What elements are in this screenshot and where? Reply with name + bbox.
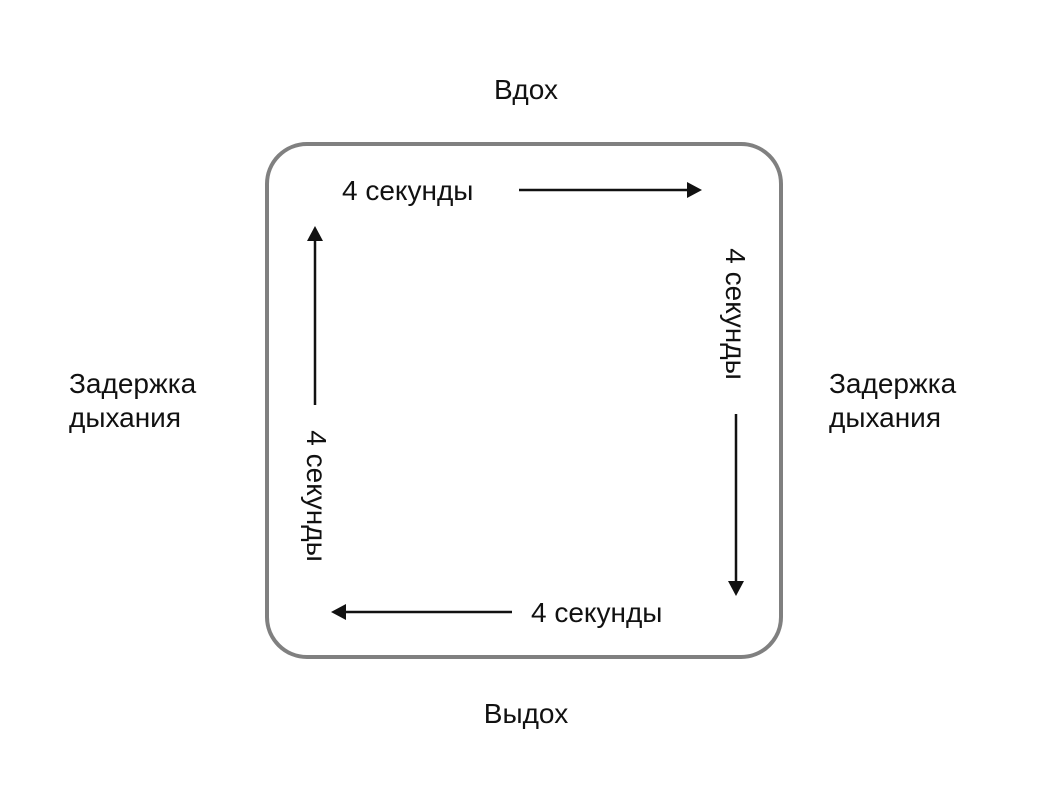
phase-label-hold-right-line2: дыхания bbox=[829, 402, 941, 433]
phase-label-hold-left: Задержка дыхания bbox=[69, 367, 259, 435]
phase-label-hold-left-line1: Задержка bbox=[69, 368, 197, 399]
duration-label-bottom: 4 секунды bbox=[531, 597, 663, 628]
phase-label-hold-left-line2: дыхания bbox=[69, 402, 181, 433]
phase-label-hold-right: Задержка дыхания bbox=[829, 367, 1019, 435]
breathing-square-frame bbox=[265, 142, 783, 659]
duration-label-right: 4 секунды bbox=[720, 248, 751, 380]
phase-label-hold-right-line1: Задержка bbox=[829, 368, 957, 399]
phase-label-inhale: Вдох bbox=[494, 74, 558, 105]
duration-label-top: 4 секунды bbox=[342, 175, 474, 206]
phase-label-exhale: Выдох bbox=[483, 698, 569, 729]
duration-label-left: 4 секунды bbox=[301, 430, 332, 562]
